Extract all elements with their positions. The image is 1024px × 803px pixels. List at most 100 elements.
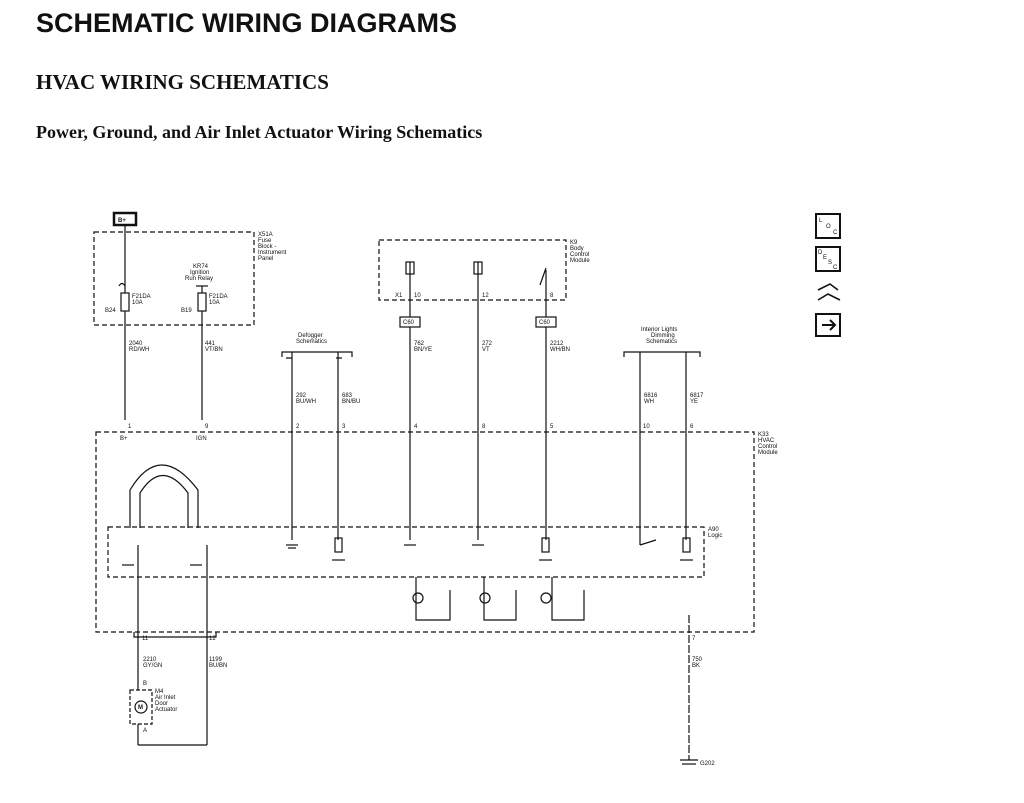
svg-text:441: 441 <box>205 341 216 347</box>
svg-text:GY/GN: GY/GN <box>143 663 162 669</box>
battery-label: B+ <box>118 218 126 224</box>
svg-text:KR74: KR74 <box>193 264 209 270</box>
svg-text:A: A <box>143 728 147 734</box>
svg-text:683: 683 <box>342 393 353 399</box>
svg-text:12: 12 <box>209 636 216 642</box>
hvac-module-box <box>95 431 755 633</box>
svg-text:272: 272 <box>482 341 493 347</box>
svg-text:WH: WH <box>644 399 654 405</box>
svg-text:F21DA: F21DA <box>132 294 151 300</box>
svg-text:X51A: X51A <box>258 232 273 238</box>
svg-text:6817: 6817 <box>690 393 704 399</box>
arrow-right-icon[interactable] <box>815 313 841 337</box>
svg-text:8: 8 <box>482 424 486 430</box>
svg-text:BU/BN: BU/BN <box>209 663 227 669</box>
svg-text:Ignition: Ignition <box>190 270 209 276</box>
svg-text:L: L <box>819 218 823 224</box>
svg-text:C60: C60 <box>539 320 551 326</box>
svg-text:BU/WH: BU/WH <box>296 399 316 405</box>
svg-text:Logic: Logic <box>708 533 722 539</box>
svg-text:2040: 2040 <box>129 341 143 347</box>
svg-text:2212: 2212 <box>550 341 564 347</box>
svg-text:Body: Body <box>570 246 584 252</box>
svg-text:C: C <box>833 265 838 271</box>
loc-button-icon[interactable] <box>815 213 841 239</box>
svg-text:M: M <box>138 705 143 711</box>
desc-button-icon[interactable] <box>815 246 841 272</box>
svg-text:Instrument: Instrument <box>258 250 287 256</box>
svg-text:A90: A90 <box>708 527 719 533</box>
svg-text:10A: 10A <box>209 300 220 306</box>
svg-text:BN/YE: BN/YE <box>414 347 432 353</box>
svg-text:762: 762 <box>414 341 425 347</box>
svg-text:Block -: Block - <box>258 244 276 250</box>
svg-text:Control: Control <box>570 252 589 258</box>
svg-text:IGN: IGN <box>196 436 207 442</box>
svg-text:K33: K33 <box>758 432 769 438</box>
svg-text:2: 2 <box>296 424 300 430</box>
svg-text:10A: 10A <box>132 300 143 306</box>
svg-text:Door: Door <box>155 701 168 707</box>
subsection-title: Power, Ground, and Air Inlet Actuator Wi… <box>36 122 483 142</box>
svg-text:4: 4 <box>414 424 418 430</box>
svg-text:Schematics: Schematics <box>646 339 677 345</box>
svg-text:1199: 1199 <box>209 657 223 663</box>
svg-text:8: 8 <box>550 293 554 299</box>
svg-text:E: E <box>823 255 827 261</box>
svg-text:5: 5 <box>550 424 554 430</box>
fuse-block-box <box>93 231 255 326</box>
svg-text:Run Relay: Run Relay <box>185 276 213 282</box>
svg-text:BK: BK <box>692 663 700 669</box>
svg-text:Dimming: Dimming <box>651 333 675 339</box>
svg-text:Schematics: Schematics <box>296 339 327 345</box>
svg-text:6816: 6816 <box>644 393 658 399</box>
svg-text:G202: G202 <box>700 761 715 767</box>
svg-text:S: S <box>828 260 832 266</box>
fuse-2 <box>197 292 207 312</box>
svg-text:Air Inlet: Air Inlet <box>155 695 176 701</box>
svg-text:F21DA: F21DA <box>209 294 228 300</box>
section-title: HVAC WIRING SCHEMATICS <box>36 70 329 94</box>
svg-text:Actuator: Actuator <box>155 707 177 713</box>
svg-text:VT/BN: VT/BN <box>205 347 223 353</box>
svg-text:K9: K9 <box>570 240 578 246</box>
svg-text:6: 6 <box>690 424 694 430</box>
svg-text:C60: C60 <box>403 320 415 326</box>
svg-text:292: 292 <box>296 393 307 399</box>
svg-text:YE: YE <box>690 399 698 405</box>
svg-text:7: 7 <box>692 636 696 642</box>
svg-text:BN/BU: BN/BU <box>342 399 360 405</box>
svg-text:M4: M4 <box>155 689 164 695</box>
bcm-box <box>378 239 567 301</box>
svg-text:Module: Module <box>758 450 778 456</box>
svg-text:Fuse: Fuse <box>258 238 272 244</box>
svg-text:10: 10 <box>414 293 421 299</box>
svg-text:11: 11 <box>142 636 149 642</box>
svg-text:Defogger: Defogger <box>298 333 323 339</box>
svg-text:Control: Control <box>758 444 777 450</box>
svg-text:B19: B19 <box>181 308 192 314</box>
svg-text:9: 9 <box>205 424 209 430</box>
logic-box <box>107 526 705 578</box>
svg-text:750: 750 <box>692 657 703 663</box>
svg-text:Interior Lights: Interior Lights <box>641 327 677 333</box>
svg-text:12: 12 <box>482 293 489 299</box>
svg-text:B24: B24 <box>105 308 116 314</box>
svg-text:WH/BN: WH/BN <box>550 347 570 353</box>
svg-text:1: 1 <box>128 424 132 430</box>
svg-text:2210: 2210 <box>143 657 157 663</box>
svg-text:O: O <box>826 224 831 230</box>
svg-text:RD/WH: RD/WH <box>129 347 149 353</box>
svg-text:VT: VT <box>482 347 490 353</box>
svg-text:10: 10 <box>643 424 650 430</box>
svg-text:Panel: Panel <box>258 256 273 262</box>
svg-text:3: 3 <box>342 424 346 430</box>
svg-text:Module: Module <box>570 258 590 264</box>
svg-text:C: C <box>833 230 838 236</box>
svg-text:B+: B+ <box>120 436 128 442</box>
fuse-1 <box>120 292 130 312</box>
svg-text:B: B <box>143 681 147 687</box>
page-title: SCHEMATIC WIRING DIAGRAMS <box>36 8 457 38</box>
connector-swap-icon[interactable] <box>817 283 841 301</box>
